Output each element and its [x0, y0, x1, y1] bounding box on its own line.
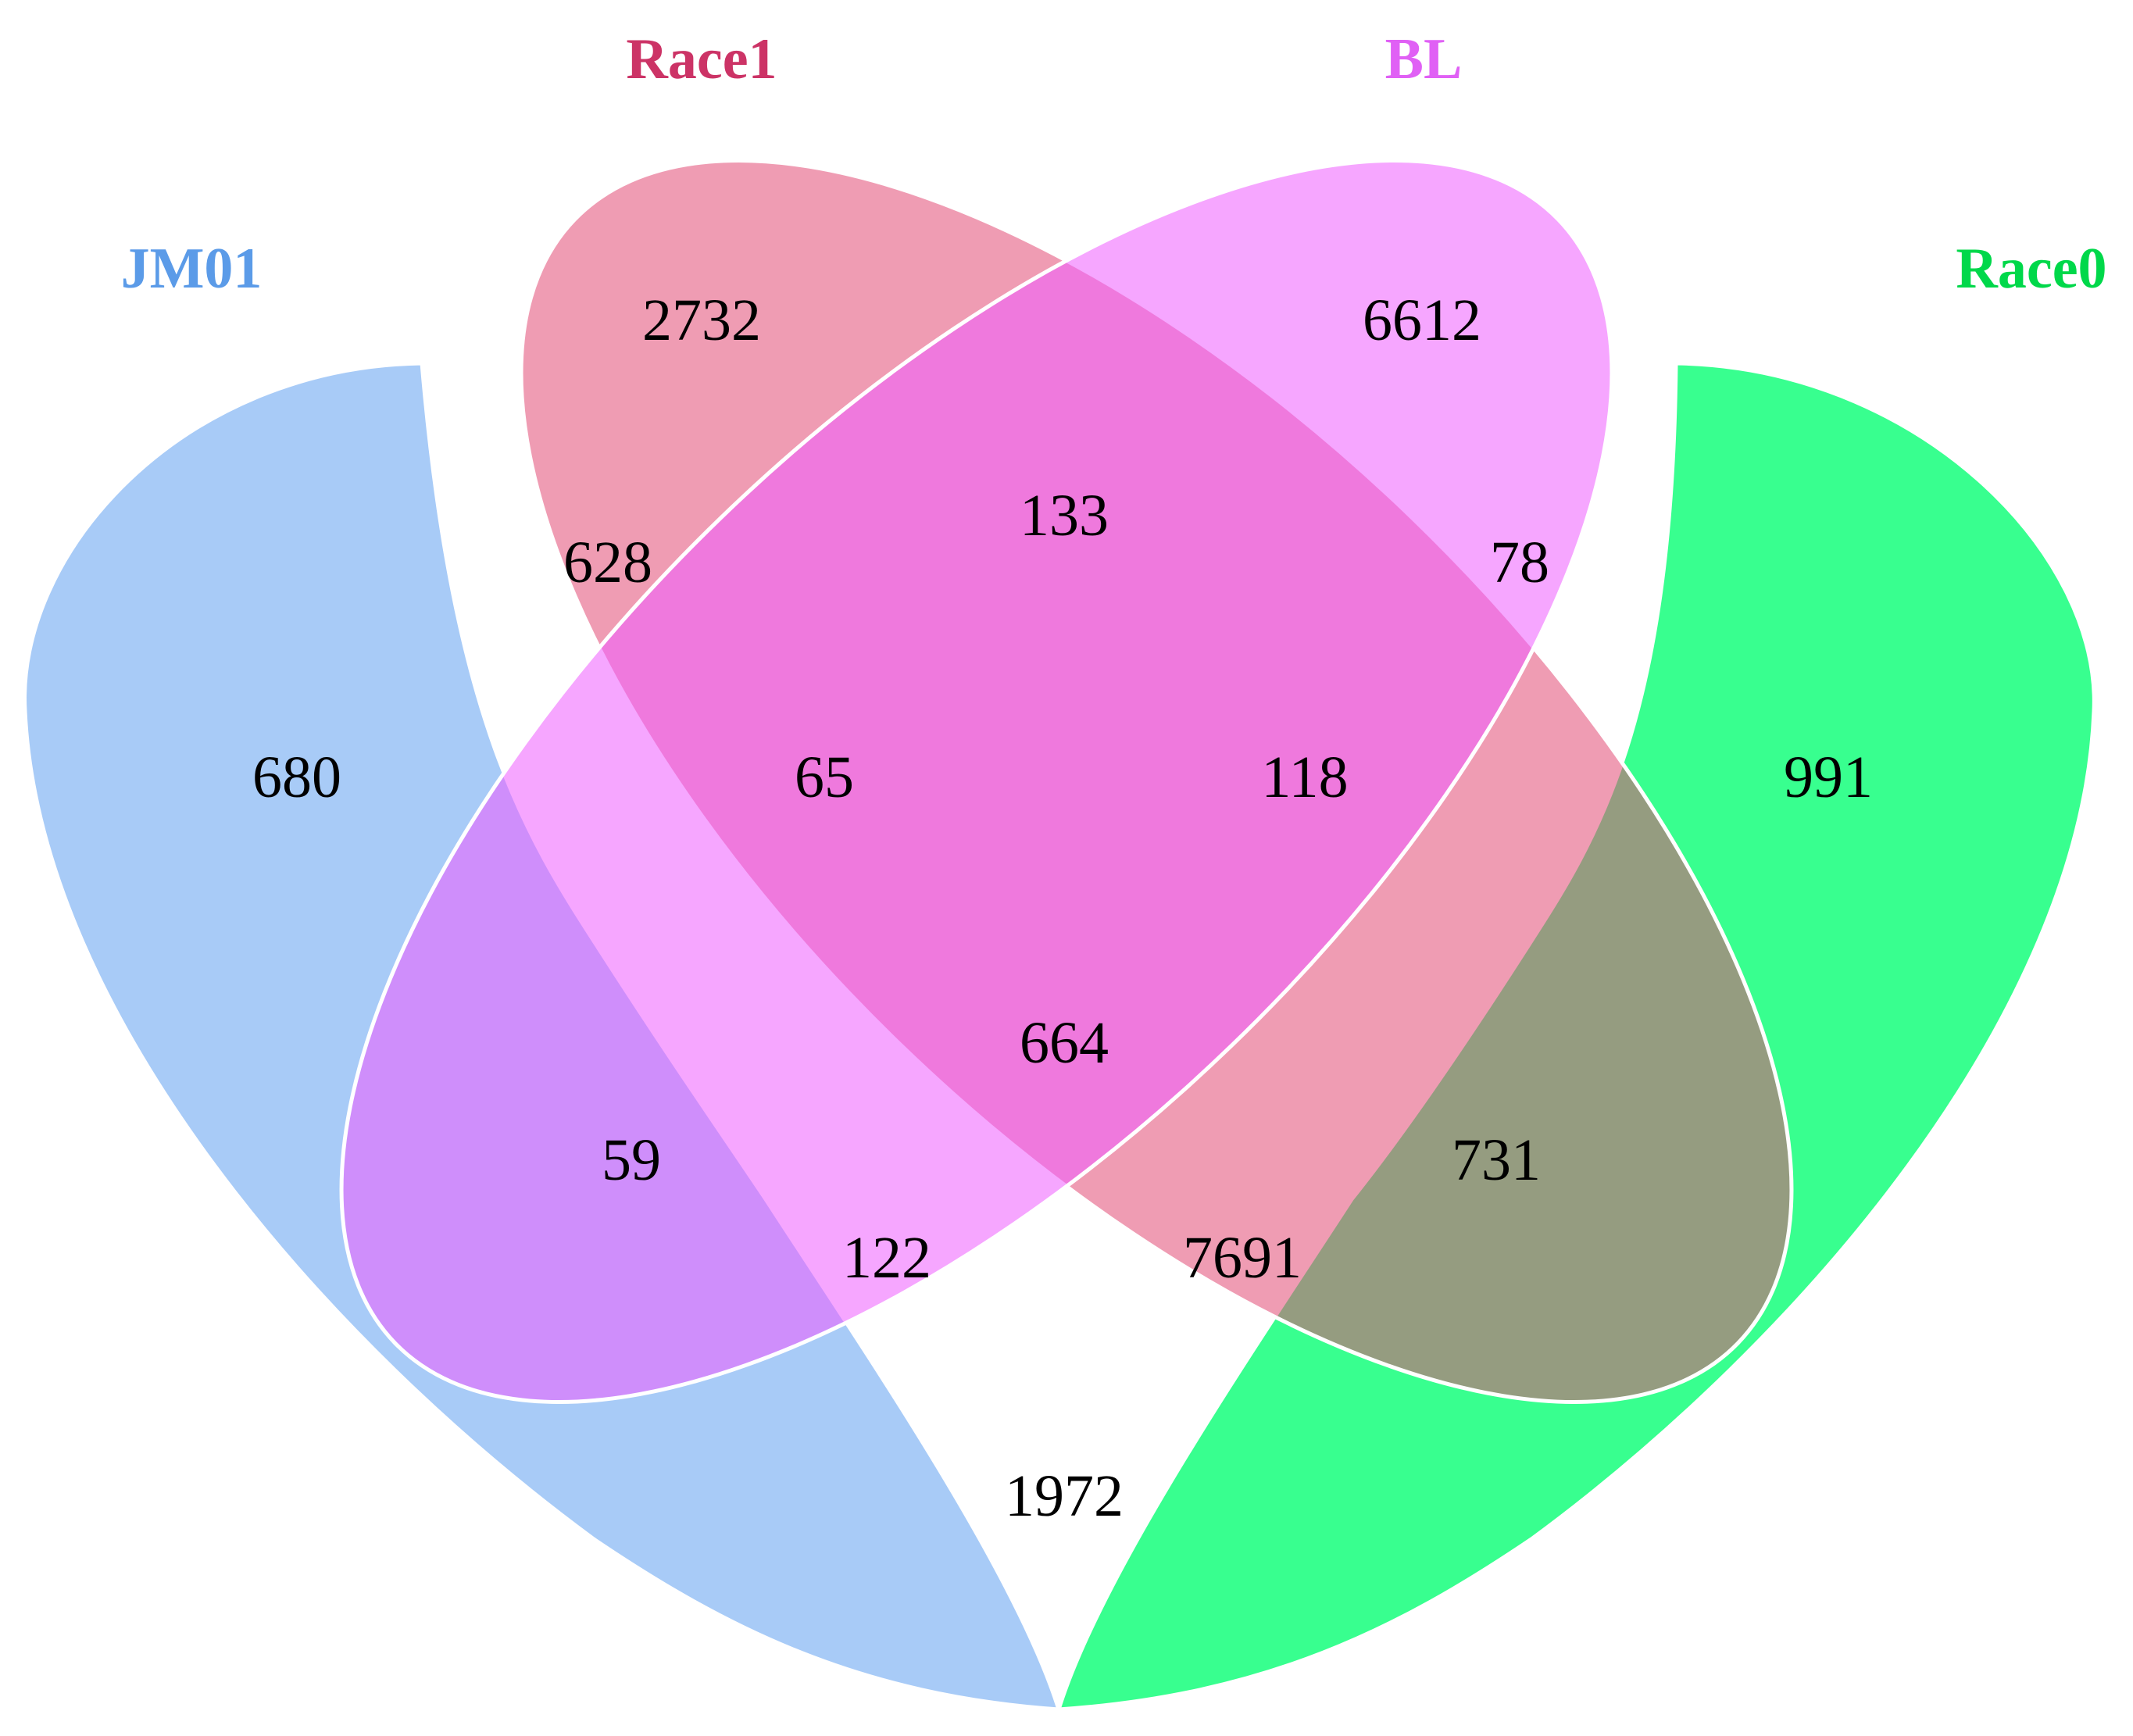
count-jm01-race0: 1972 [1005, 1463, 1124, 1529]
count-race1-race0: 731 [1452, 1127, 1541, 1193]
count-jm01-race1: 628 [563, 530, 652, 595]
count-race1-only: 2732 [642, 288, 761, 353]
count-jm01-only: 680 [252, 745, 341, 810]
count-jm01-bl-race0: 122 [842, 1225, 931, 1291]
count-jm01-bl: 59 [602, 1127, 661, 1193]
count-jm01-race1-bl: 65 [795, 745, 854, 810]
set-label-bl: BL [1385, 27, 1463, 91]
count-race1-bl-race0: 118 [1261, 745, 1348, 810]
count-jm01-race1-race0: 7691 [1183, 1225, 1302, 1291]
set-label-race1: Race1 [626, 27, 777, 91]
set-label-race0: Race0 [1956, 237, 2106, 301]
count-race0-only: 991 [1784, 745, 1873, 810]
set-bl-shape [339, 159, 1614, 1404]
set-label-jm01: JM01 [121, 237, 263, 301]
count-bl-race0: 78 [1490, 530, 1549, 595]
count-race1-bl: 133 [1020, 483, 1109, 548]
count-all-four: 664 [1020, 1010, 1109, 1076]
count-bl-only: 6612 [1363, 288, 1481, 353]
